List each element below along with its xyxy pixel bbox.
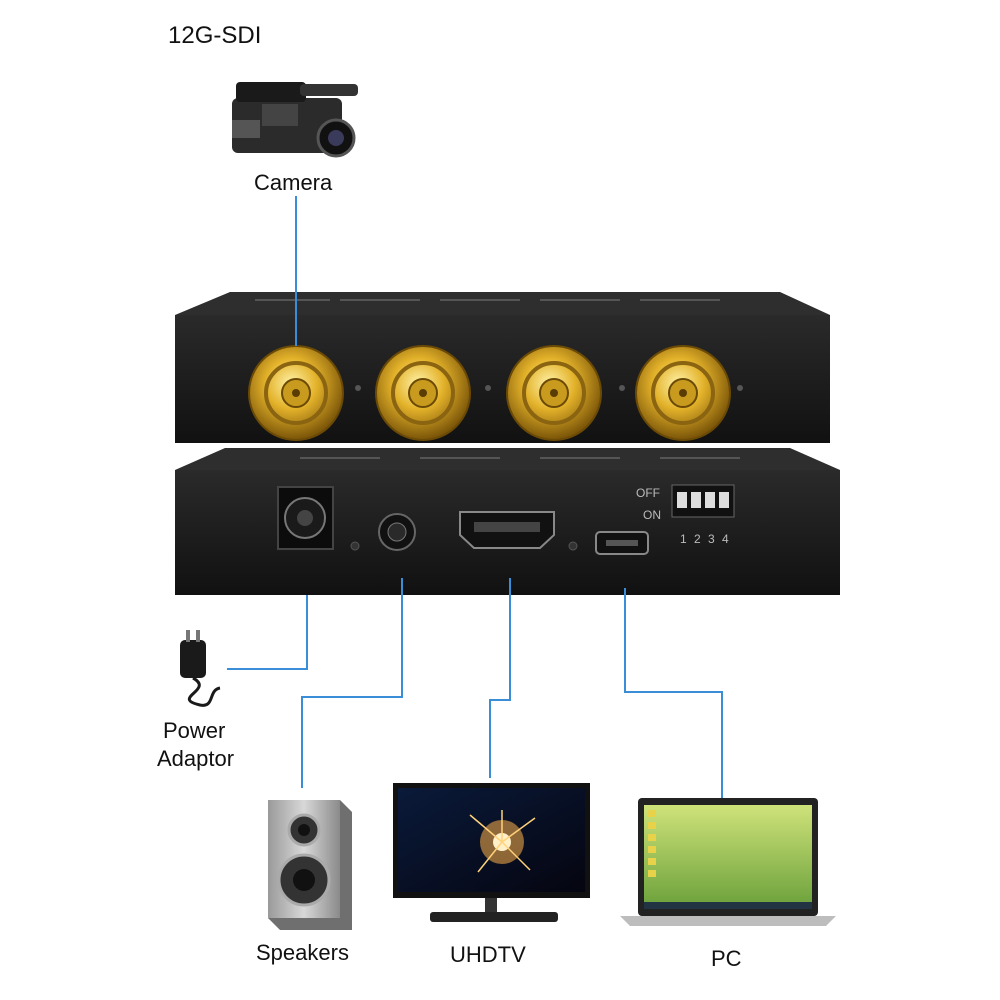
dip-on-label: ON (643, 508, 661, 522)
hdmi-port (459, 511, 555, 549)
led-indicator-2 (568, 541, 578, 551)
laptop-pc-icon (620, 798, 836, 926)
audio-jack (378, 513, 416, 551)
power-adaptor-icon (180, 630, 221, 707)
micro-usb-port (595, 531, 649, 555)
speakers-label: Speakers (256, 940, 349, 965)
uhdtv-label: UHDTV (450, 942, 526, 967)
tv-connection-line (489, 578, 511, 778)
speaker-icon (268, 800, 352, 930)
dip-number-1: 1 (680, 532, 687, 546)
dip-number-2: 2 (694, 532, 701, 546)
led-indicator-1 (350, 541, 360, 551)
uhdtv-icon (393, 783, 590, 922)
dip-number-4: 4 (722, 532, 729, 546)
dip-switch (671, 484, 735, 518)
speaker-connection-line (301, 578, 403, 788)
dip-number-3: 3 (708, 532, 715, 546)
pc-label: PC (711, 946, 742, 971)
sdi-connector-1 (248, 345, 344, 441)
dc-power-jack (277, 486, 334, 550)
power-adaptor-label-line2: Adaptor (157, 746, 235, 771)
camera-label: Camera (254, 170, 333, 195)
sdi-connector-2 (375, 345, 471, 441)
power-connection-line (227, 595, 308, 670)
power-adaptor-label-line1: Power (163, 718, 226, 743)
sdi-connector-3 (506, 345, 602, 441)
dip-off-label: OFF (636, 486, 660, 500)
camera-icon (232, 82, 358, 158)
diagram-title: 12G-SDI (168, 22, 262, 49)
pc-connection-line (624, 588, 723, 798)
sdi-connector-4 (635, 345, 731, 441)
